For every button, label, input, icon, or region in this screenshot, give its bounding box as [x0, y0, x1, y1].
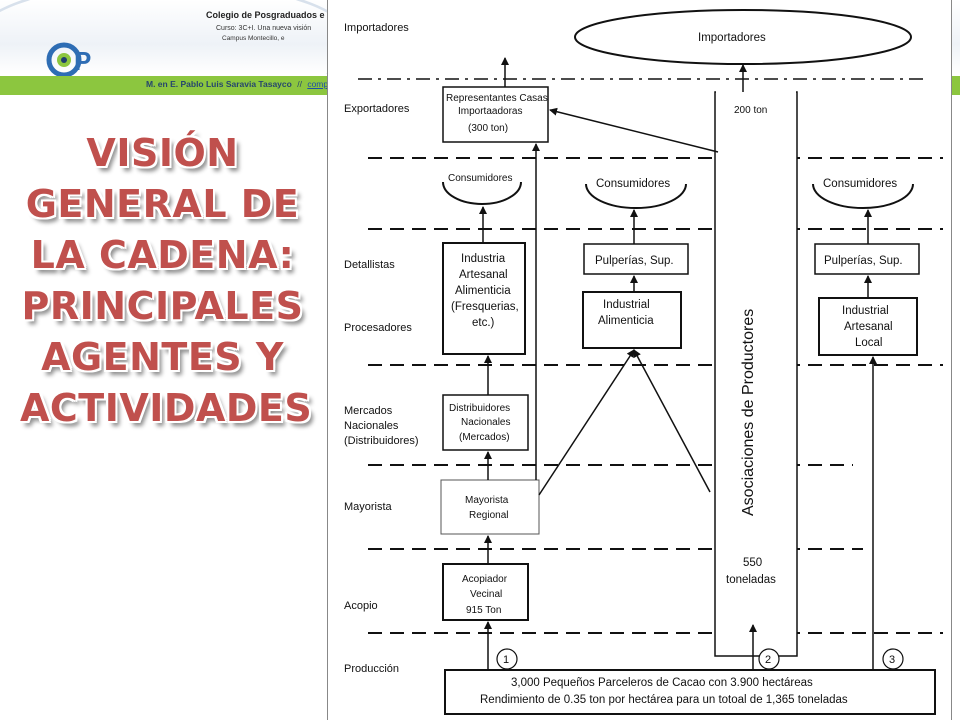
industrial-local-box: [818, 297, 918, 356]
industrial-alim-label-2: Alimenticia: [598, 315, 654, 327]
level-exportadores: Exportadores: [344, 103, 410, 115]
level-acopio: Acopio: [344, 600, 378, 612]
acopiador-label-3: 915 Ton: [466, 605, 501, 616]
level-detallistas: Detallistas: [344, 259, 395, 271]
route-label-2: 2: [765, 654, 771, 666]
artesanal-label-5: etc.): [472, 317, 495, 329]
level-mayorista: Mayorista: [344, 501, 393, 513]
route-label-3: 3: [889, 654, 895, 666]
value-chain-diagram: Importadores Exportadores Detallistas Pr…: [327, 0, 952, 720]
pulperias-label-1: Pulperías, Sup.: [595, 255, 674, 267]
industria-artesanal-box: [442, 242, 526, 355]
asoc-550-label-2: toneladas: [726, 574, 776, 586]
arrow-asociaciones-to-representantes: [549, 107, 719, 153]
industrial-local-label-1: Industrial: [842, 305, 889, 317]
representantes-label-3: (300 ton): [468, 123, 508, 134]
level-importadores: Importadores: [344, 22, 409, 34]
slide-title: VISIÓN GENERAL DE LA CADENA: PRINCIPALES…: [20, 131, 313, 430]
consumidores-label-2: Consumidores: [596, 178, 670, 190]
pulperias-box-2: [814, 243, 920, 275]
level-mercados-3: (Distribuidores): [344, 435, 419, 447]
pulperias-box-1: [583, 243, 689, 275]
route-circle-3: [882, 648, 904, 670]
consumidores-arc-2: [585, 183, 687, 209]
acopiador-label-1: Acopiador: [462, 574, 508, 585]
distribuidores-box: [442, 394, 529, 451]
asoc-550-label-1: 550: [743, 557, 762, 569]
route-circle-1: [496, 648, 518, 670]
importadores-ellipse-label: Importadores: [698, 32, 766, 44]
campus-name: Campus Montecillo, e: [222, 35, 285, 42]
artesanal-label-1: Industria: [461, 253, 506, 265]
acopiador-label-2: Vecinal: [470, 589, 502, 600]
diagram-canvas: Importadores Exportadores Detallistas Pr…: [344, 9, 943, 715]
artesanal-label-4: (Fresquerias,: [451, 301, 519, 313]
representantes-box: [442, 86, 549, 143]
acopiador-box: [442, 563, 529, 621]
institution-logo: P: [46, 42, 91, 78]
arrow-asociaciones-to-industrial: [633, 349, 711, 493]
industrial-local-label-3: Local: [855, 337, 883, 349]
industrial-alim-label-1: Industrial: [603, 299, 650, 311]
level-procesadores: Procesadores: [344, 322, 412, 334]
production-box: [444, 669, 936, 715]
arrow-mayorista-to-industrial: [538, 349, 635, 496]
consumidores-label-3: Consumidores: [823, 178, 897, 190]
representantes-label-2: Importaadoras: [458, 106, 522, 117]
svg-text:P: P: [74, 46, 91, 76]
route-label-1: 1: [503, 654, 509, 666]
route-circle-2: [758, 648, 780, 670]
export-200-label: 200 ton: [734, 105, 767, 116]
distribuidores-label-3: (Mercados): [459, 432, 510, 443]
level-mercados-1: Mercados: [344, 405, 393, 417]
industrial-alimenticia-box: [582, 291, 682, 349]
author-separator: //: [297, 79, 302, 89]
pulperias-label-2: Pulperías, Sup.: [824, 255, 903, 267]
author-link[interactable]: competi: [307, 79, 338, 89]
consumidores-label-1: Consumidores: [448, 173, 512, 184]
asociaciones-label: Asociaciones de Productores: [740, 309, 757, 516]
industrial-local-label-2: Artesanal: [844, 321, 893, 333]
author-name: M. en E. Pablo Luis Saravia Tasayco: [146, 79, 292, 89]
consumidores-arc-3: [812, 183, 914, 209]
level-mercados-2: Nacionales: [344, 420, 399, 432]
mayorista-regional-box: [440, 479, 540, 535]
level-produccion: Producción: [344, 663, 399, 675]
mayorista-box-label-1: Mayorista: [465, 495, 509, 506]
mayorista-box-label-2: Regional: [469, 510, 508, 521]
institution-name: Colegio de Posgraduados e: [206, 10, 325, 20]
artesanal-label-3: Alimenticia: [455, 285, 511, 297]
representantes-label-1: Representantes Casas: [446, 93, 548, 104]
production-line-1: 3,000 Pequeños Parceleros de Cacao con 3…: [511, 677, 813, 689]
consumidores-arc-1: [442, 181, 522, 205]
production-line-2: Rendimiento de 0.35 ton por hectárea par…: [480, 694, 848, 706]
distribuidores-label-1: Distribuidores: [449, 403, 510, 414]
course-name: Curso: 3C+I. Una nueva visión: [216, 25, 312, 32]
artesanal-label-2: Artesanal: [459, 269, 508, 281]
distribuidores-label-2: Nacionales: [461, 417, 510, 428]
asociaciones-column: [714, 91, 798, 657]
